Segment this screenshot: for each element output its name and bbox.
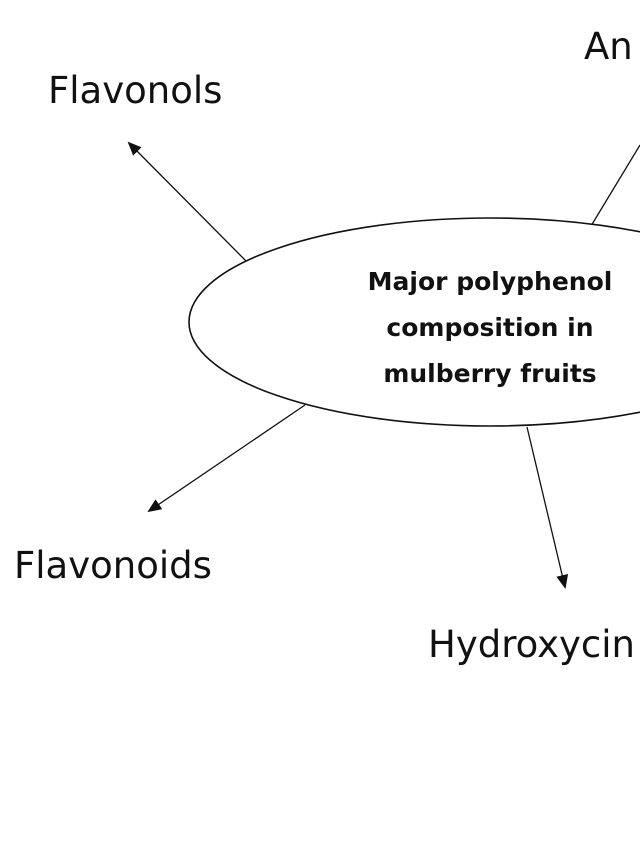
center-label-line3: mulberry fruits	[383, 359, 596, 388]
center-label-line1: Major polyphenol	[368, 267, 613, 296]
arrow-to-flavonols	[127, 141, 248, 263]
label-an: An	[584, 25, 633, 68]
arrow-to-flavonoids	[147, 404, 306, 513]
center-ellipse	[188, 217, 640, 427]
label-flavonols: Flavonols	[48, 69, 222, 112]
label-flavonoids: Flavonoids	[14, 544, 212, 587]
label-hydroxycin: Hydroxycin	[428, 623, 635, 666]
arrow-to-hydroxycin	[526, 426, 569, 589]
line-to-an	[590, 144, 640, 227]
center-label-line2: composition in	[386, 313, 593, 342]
